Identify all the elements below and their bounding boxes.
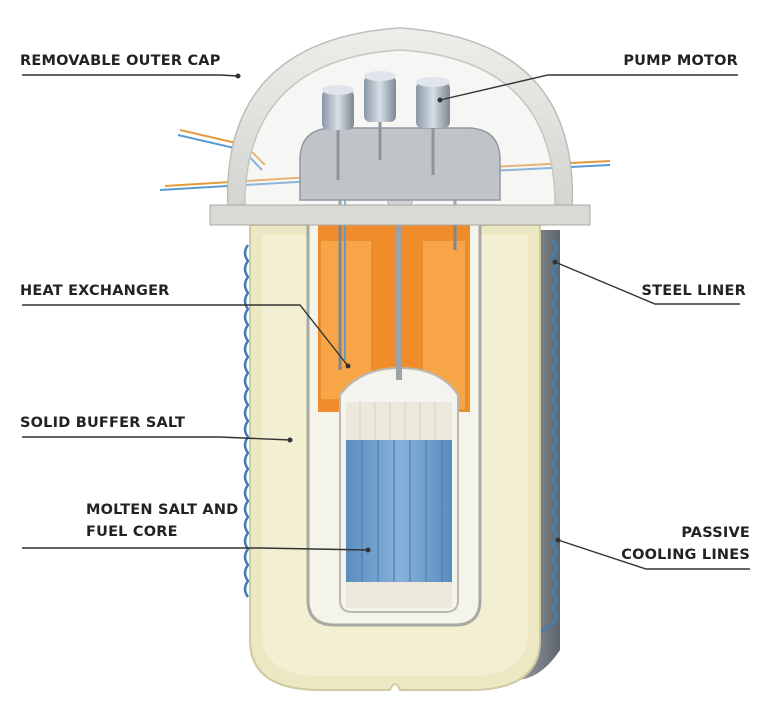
- leader-passive: [557, 539, 750, 570]
- label-steel-liner: STEEL LINER: [641, 283, 746, 299]
- pump-shaft: [396, 200, 402, 380]
- leader-cap: [22, 74, 239, 77]
- label-passive-line1: PASSIVE: [681, 525, 750, 541]
- label-passive-line2: COOLING LINES: [621, 547, 750, 563]
- pump-motors: [322, 71, 450, 130]
- cap-flange: [209, 204, 591, 226]
- leader-pump: [439, 74, 738, 101]
- fuel-core: [346, 440, 452, 582]
- label-removable-outer-cap: REMOVABLE OUTER CAP: [20, 53, 221, 69]
- passive-cooling-coil-left: [243, 244, 250, 598]
- label-pump-motor: PUMP MOTOR: [623, 53, 738, 69]
- label-heat-exchanger: HEAT EXCHANGER: [20, 283, 170, 299]
- passive-cooling-coil: [521, 239, 559, 646]
- leader-molten: [22, 547, 369, 551]
- leader-steel: [554, 261, 740, 305]
- label-molten-salt-line2: FUEL CORE: [86, 524, 178, 540]
- label-solid-buffer-salt: SOLID BUFFER SALT: [20, 415, 186, 431]
- leader-lines: [22, 74, 750, 570]
- leader-heat: [22, 304, 349, 367]
- leader-buffer: [22, 436, 291, 441]
- label-molten-salt-line1: MOLTEN SALT AND: [86, 502, 239, 518]
